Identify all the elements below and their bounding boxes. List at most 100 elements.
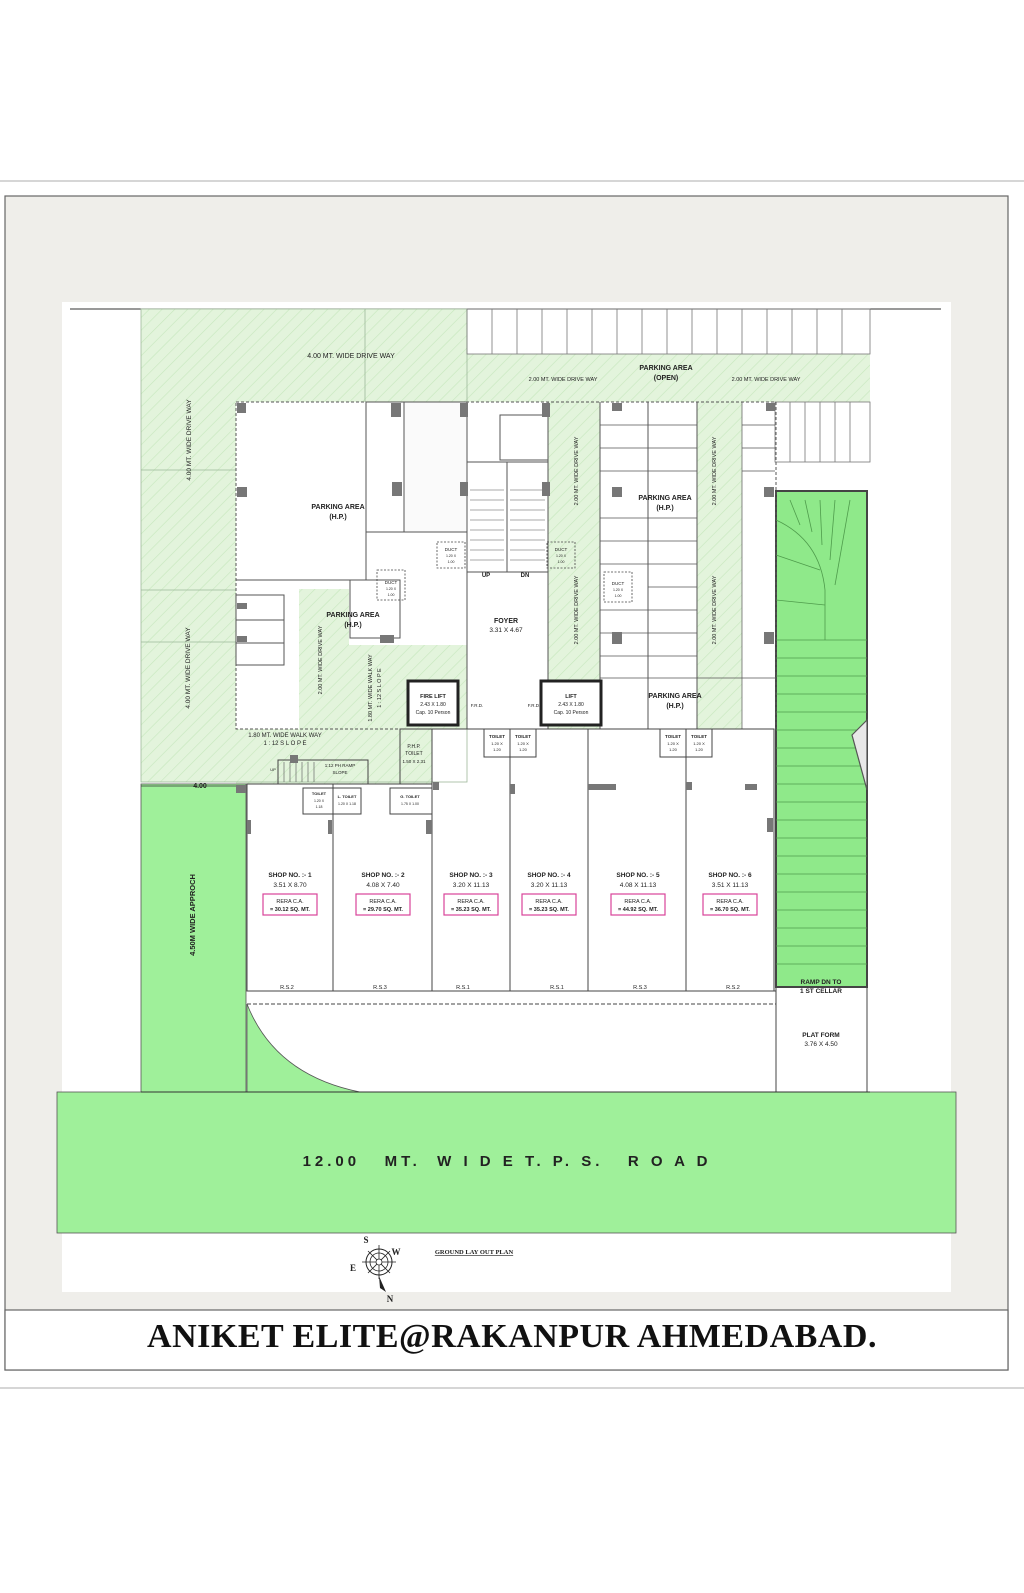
rera-area: = 44.92 SQ. MT. (618, 907, 658, 913)
shop-dim: 4.08 X 7.40 (366, 882, 400, 889)
platform-label-b: 3.76 X 4.50 (804, 1041, 838, 1048)
fire-lift-label: FIRE LIFT (420, 694, 446, 700)
drive-way-200-label-b: 2.00 MT. WIDE DRIVE WAY (732, 377, 801, 383)
g-toilet-label: G. TOILET (400, 794, 420, 799)
duct-label-2: DUCT (445, 547, 458, 552)
rera-box (521, 893, 577, 916)
toilet-label-2: TOILET (515, 734, 531, 739)
duct-dim-2b: 1.00 (448, 560, 455, 564)
rera-area: = 35.23 SQ. MT. (451, 907, 491, 913)
duct-label-1: DUCT (385, 580, 398, 585)
compass-n: N (387, 1294, 394, 1304)
rera-label: RERA C.A. (535, 899, 563, 905)
rs-label: R.S.1 (550, 985, 564, 991)
lift-cap: Cap. 10 Person (554, 710, 589, 716)
toilet-dim-2a: 1.20 X (517, 741, 529, 746)
rs-label: R.S.2 (280, 985, 294, 991)
lift-dim: 2.43 X 1.80 (558, 702, 584, 708)
toilet-dim-1a: 1.20 X (491, 741, 503, 746)
l-toilet-dim: 1.20 X 1.18 (338, 802, 356, 806)
shop-name: SHOP NO. :- 4 (527, 872, 571, 879)
fire-lift-dim: 2.43 X 1.80 (420, 702, 446, 708)
shop-name: SHOP NO. :- 3 (449, 872, 493, 879)
drive-way-200-label-c: 2.00 MT. WIDE DRIVE WAY (574, 436, 580, 505)
rera-label: RERA C.A. (716, 899, 744, 905)
duct-label-3: DUCT (555, 547, 568, 552)
approach-area (140, 783, 247, 1093)
rera-label: RERA C.A. (457, 899, 485, 905)
toilet-label-3: TOILET (665, 734, 681, 739)
toilet-label-4: TOILET (691, 734, 707, 739)
shop-name: SHOP NO. :- 2 (361, 872, 405, 879)
duct-dim-3a: 1.20 X (556, 554, 567, 558)
rs-label: R.S.3 (633, 985, 647, 991)
up-label: UP (482, 573, 490, 579)
duct-label-4: DUCT (612, 581, 625, 586)
rera-box (610, 893, 666, 916)
frd-label-2: F.R.D. (528, 703, 541, 708)
drive-way-200-label-g: 2.00 MT. WIDE DRIVE WAY (318, 625, 324, 694)
php-toilet-label-b: TOILET (405, 751, 422, 757)
parking-hp-label-3: PARKING AREA (638, 495, 691, 502)
rera-box (262, 893, 318, 916)
frd-label-1: F.R.D. (471, 703, 484, 708)
rera-box (443, 893, 499, 916)
toilet-dim-4b: 1.20 (695, 747, 704, 752)
parking-open-sub: (OPEN) (654, 375, 679, 382)
columns (236, 403, 775, 834)
toilet-s-label: TOILET (312, 791, 327, 796)
shop-name: SHOP NO. :- 1 (268, 872, 312, 879)
dn-label: DN (521, 573, 530, 579)
toilet-s-dim-a: 1.20 X (314, 799, 325, 803)
tps-road (56, 1091, 957, 1234)
drive-way-200-label-a: 2.00 MT. WIDE DRIVE WAY (529, 377, 598, 383)
l-toilet-label: L. TOILET (338, 794, 357, 799)
drive-way-200-label-f: 2.00 MT. WIDE DRIVE WAY (712, 575, 718, 644)
plan-title: GROUND LAY OUT PLAN (435, 1249, 514, 1256)
duct-dim-4b: 1.00 (615, 594, 622, 598)
shop-dim: 3.51 X 11.13 (712, 882, 749, 889)
walk-way-h-label: 1.80 MT. WIDE WALK WAY (248, 733, 321, 739)
compass-s: S (363, 1235, 368, 1245)
g-toilet-dim: 1.75 X 1.00 (401, 802, 419, 806)
drive-way-top-label: 4.00 MT. WIDE DRIVE WAY (307, 353, 395, 360)
toilet-dim-1b: 1.20 (493, 747, 502, 752)
ramp-slope-label-a: 1:12 PH RAMP (325, 763, 356, 768)
rera-area: = 29.70 SQ. MT. (363, 907, 403, 913)
duct-dim-4a: 1.20 X (613, 588, 624, 592)
labels: 4.00 MT. WIDE DRIVE WAY 4.00 MT. WIDE DR… (185, 353, 842, 1256)
php-toilet-label-a: P.H.P. (407, 744, 420, 750)
drive-way-200-label-e: 2.00 MT. WIDE DRIVE WAY (712, 436, 718, 505)
hp-label-4: (H.P.) (666, 703, 683, 710)
compass-icon: S W E N (350, 1235, 401, 1304)
duct-dim-3b: 1.00 (558, 560, 565, 564)
hp-label-3: (H.P.) (656, 505, 673, 512)
toilet-dim-2b: 1.20 (519, 747, 528, 752)
hp-label-2: (H.P.) (344, 622, 361, 629)
rera-label: RERA C.A. (624, 899, 652, 905)
dimension-400-label: 4.00 (193, 783, 207, 790)
open-parking-stalls (466, 308, 871, 463)
rs-label: R.S.3 (373, 985, 387, 991)
toilet-s-dim-b: 1.18 (316, 805, 323, 809)
walk-way-v-label: 1.80 MT. WIDE WALK WAY (368, 654, 374, 722)
rera-box (702, 893, 758, 916)
foyer-dim: 3.31 X 4.67 (489, 627, 523, 634)
duct-dim-2a: 1.20 X (446, 554, 457, 558)
php-toilet-dim: 1.50 X 2.31 (402, 759, 426, 764)
parking-hp-label-4: PARKING AREA (648, 693, 701, 700)
approach-label: 4.50M WIDE APPROCH (188, 874, 197, 956)
fire-lift-cap: Cap. 10 Person (416, 710, 451, 716)
slope-h-label: 1 : 12 S L O P E (263, 741, 306, 747)
compass-w: W (392, 1247, 401, 1257)
rera-box (355, 893, 411, 916)
parking-hp-label-1: PARKING AREA (311, 504, 364, 511)
drive-way-areas (141, 309, 870, 784)
rs-label: R.S.1 (456, 985, 470, 991)
toilet-dim-3b: 1.20 (669, 747, 678, 752)
toilet-dim-4a: 1.20 X (693, 741, 705, 746)
compass-e: E (350, 1263, 356, 1273)
parking-hp-label-2: PARKING AREA (326, 612, 379, 619)
